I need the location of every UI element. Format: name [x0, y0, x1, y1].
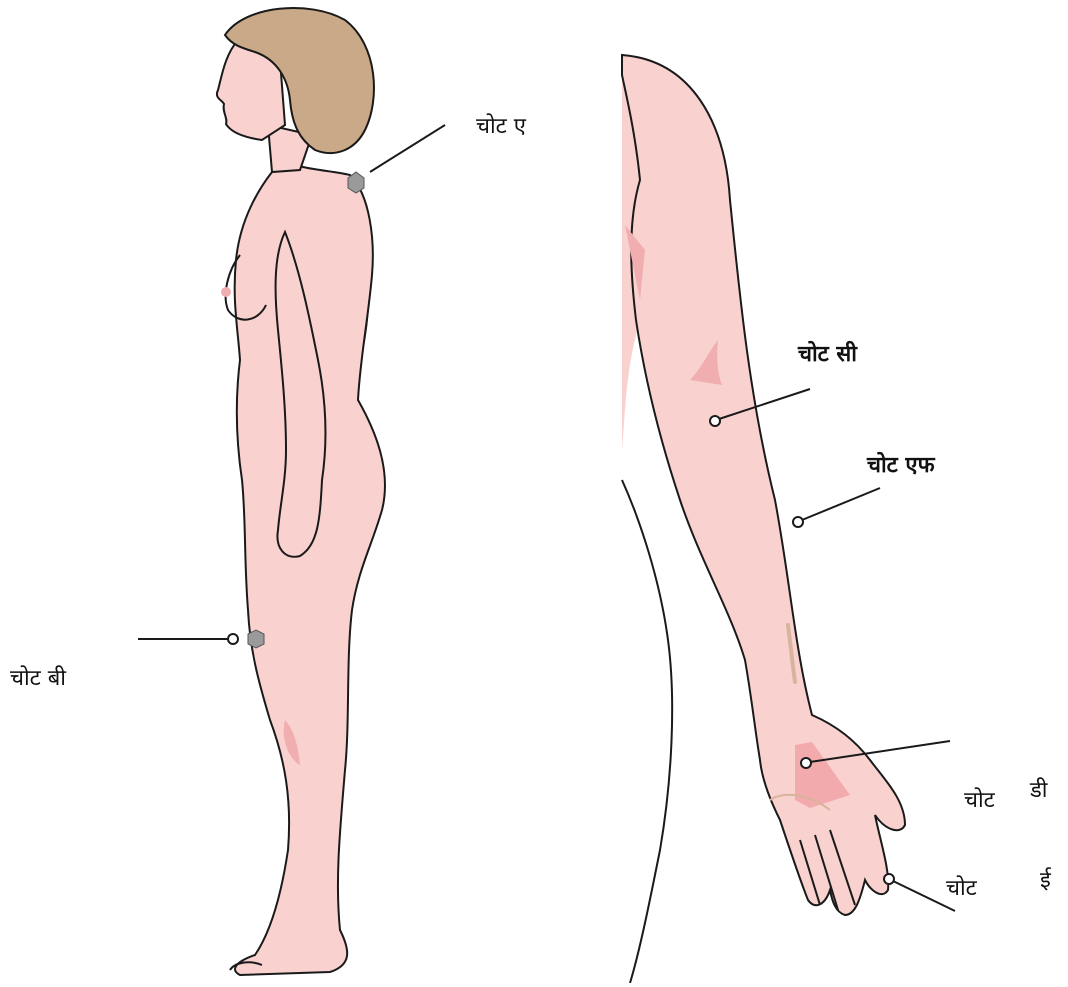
marker-c [710, 416, 720, 426]
label-injury-f: चोट एफ [867, 455, 935, 477]
full-body-figure [217, 8, 385, 975]
arm-silhouette [622, 55, 905, 915]
leader-line-f [802, 488, 880, 520]
label-injury-e-word: चोट [946, 878, 977, 900]
label-injury-e-letter: ई [1040, 870, 1051, 892]
label-injury-d-word: चोट [964, 790, 995, 812]
marker-f [793, 517, 803, 527]
label-injury-c: चोट सी [798, 344, 857, 366]
leader-line-a [370, 125, 445, 172]
label-injury-d-letter: डी [1030, 780, 1047, 802]
body-silhouette [235, 160, 385, 975]
nipple [221, 287, 231, 297]
label-injury-b: चोट बी [10, 668, 66, 690]
body-outline [622, 480, 672, 983]
label-injury-a: चोट ए [476, 116, 526, 138]
marker-e [884, 874, 894, 884]
marker-b-ring [228, 634, 238, 644]
arm-closeup-figure [622, 55, 905, 983]
marker-b [248, 630, 264, 648]
marker-d [801, 758, 811, 768]
